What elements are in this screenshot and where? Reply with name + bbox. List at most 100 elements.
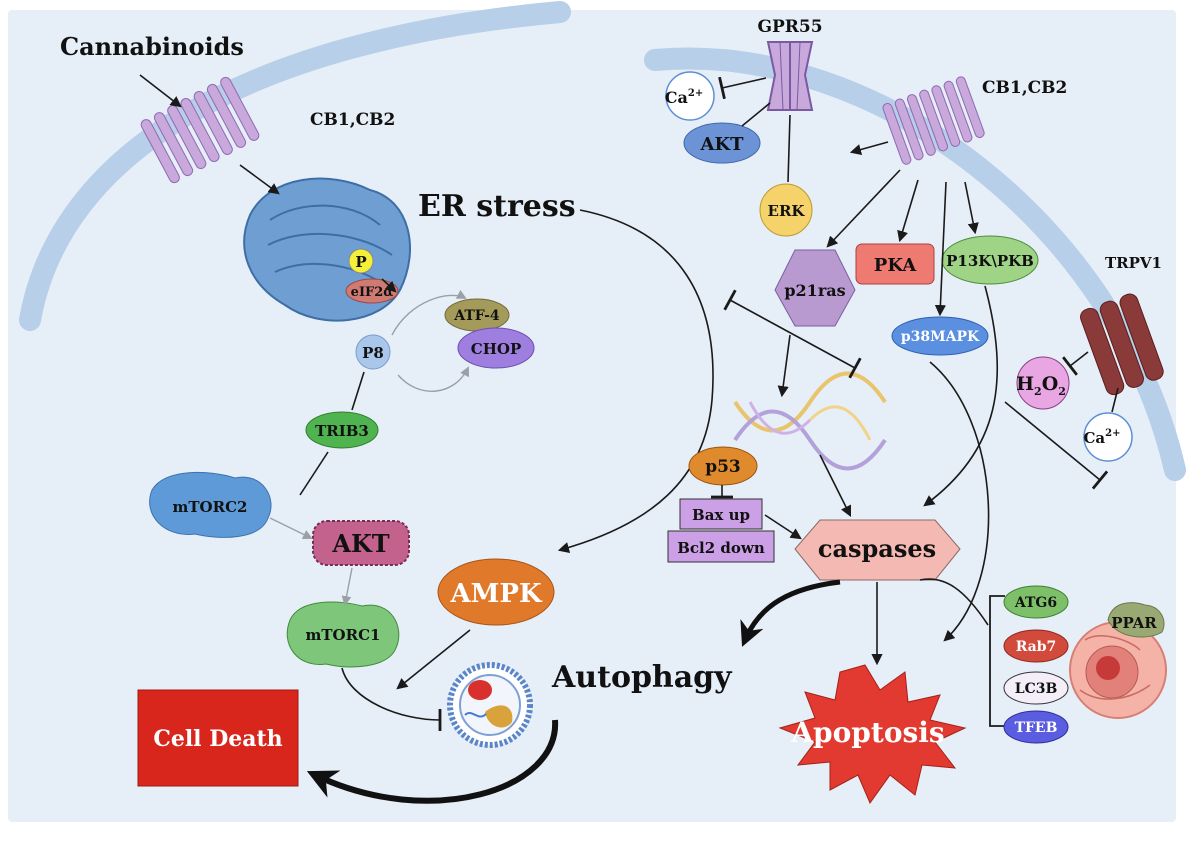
tfeb-label: TFEB — [1015, 720, 1058, 736]
pka-label: PKA — [874, 255, 917, 276]
rab7-node — [1003, 629, 1069, 663]
edge-autophagy-to-cell-death — [306, 719, 559, 804]
cannabinoids-label: Cannabinoids — [60, 32, 244, 61]
trib3-node — [305, 411, 379, 449]
ampk-label: AMPK — [449, 579, 543, 609]
eif2a-label: eIF2α — [351, 285, 394, 300]
nucleus-icon — [1069, 621, 1167, 719]
edge-p8-to-chop — [397, 366, 470, 392]
cb1-cb2-right-label: CB1,CB2 — [982, 78, 1067, 98]
akt-left-label: AKT — [331, 529, 389, 558]
p38mapk-node — [891, 316, 989, 356]
calcium-top-base: Ca — [665, 88, 688, 107]
p53-node — [688, 446, 758, 486]
p8-node — [355, 334, 391, 370]
trpv1-label: TRPV1 — [1105, 254, 1162, 272]
bax-up-node — [679, 498, 763, 530]
chop-node — [457, 327, 535, 369]
edge-gpr55-to-erk — [787, 114, 791, 183]
edge-cb-right-to-p38mapk — [934, 181, 947, 317]
edge-inhibition-bar-p21ras — [723, 289, 862, 379]
calcium-top-node — [665, 71, 715, 121]
edge-receptor-to-er — [239, 164, 280, 195]
h2o2-sub2: 2 — [1058, 385, 1066, 398]
lc3b-label: LC3B — [1015, 681, 1058, 697]
phospho-badge — [348, 248, 374, 274]
cb1-cb2-left-label: CB1,CB2 — [310, 110, 395, 130]
akt-right-label: AKT — [699, 134, 744, 155]
calcium-right-label: Ca2+ — [1083, 428, 1120, 447]
dna-helix-icon — [733, 371, 887, 471]
erk-label: ERK — [768, 202, 806, 220]
akt-left-node — [312, 520, 410, 566]
caspases-label: caspases — [818, 534, 936, 563]
bcl2-down-label: Bcl2 down — [677, 539, 765, 557]
mtorc1-label: mTORC1 — [306, 626, 381, 644]
p53-label: p53 — [705, 457, 741, 477]
mtorc1-node — [286, 601, 400, 668]
edge-gpr55-to-akt — [741, 102, 771, 127]
gpr55-receptor-icon — [766, 41, 814, 111]
edge-mtorc1-inhibits-autophagosome — [341, 667, 442, 732]
edge-trpv1-inhibits-h2o2 — [1062, 351, 1089, 376]
edge-mtorc2-to-akt — [269, 517, 313, 539]
calcium-top-label: Ca2+ — [665, 88, 703, 107]
edge-trpv1-to-calcium — [1111, 387, 1119, 413]
autophagosome-icon — [447, 662, 533, 748]
akt-right-node — [683, 122, 761, 164]
edge-trib3-to-p8 — [351, 371, 365, 411]
mtorc2-node — [149, 471, 272, 538]
edge-pi3k-to-caspases — [923, 285, 999, 507]
rab7-label: Rab7 — [1016, 639, 1057, 655]
apoptosis-label: Apoptosis — [790, 716, 944, 749]
cell-death-label: Cell Death — [153, 726, 282, 752]
h2o2-node — [1016, 356, 1070, 410]
lc3b-node — [1003, 671, 1069, 705]
ppar-receptor-icon — [1107, 602, 1165, 638]
calcium-right-node — [1083, 412, 1133, 462]
edge-dna-to-caspases — [819, 454, 852, 518]
edge-p8-to-atf4 — [391, 289, 467, 336]
atf4-label: ATF-4 — [453, 308, 500, 324]
calcium-right-base: Ca — [1083, 429, 1105, 447]
edge-caspases-to-autophagy — [740, 579, 841, 647]
edge-gpr55-inhibits-calcium — [718, 76, 767, 100]
erk-node — [759, 183, 813, 237]
ppar-label: PPAR — [1111, 614, 1157, 632]
pka-node — [855, 243, 935, 285]
edge-cb-right-to-left — [849, 141, 889, 155]
edge-inhibition-bar-trpv1 — [1004, 401, 1109, 490]
edge-cb-right-to-pi3k — [964, 181, 979, 235]
trib3-label: TRIB3 — [315, 422, 369, 440]
cb1-cb2-receptor-left-icon — [140, 76, 260, 184]
edge-cb-right-to-pka — [897, 179, 919, 243]
calcium-top-sup: 2+ — [688, 88, 703, 99]
bcl2-down-node — [667, 530, 775, 563]
mtorc2-label: mTORC2 — [173, 498, 248, 516]
edge-cannabinoids-to-receptor — [139, 74, 182, 108]
edge-eif2a-to-atf4 — [381, 278, 397, 293]
h2o2-sub1: 2 — [1034, 385, 1042, 398]
calcium-right-sup: 2+ — [1105, 428, 1120, 439]
cell-death-node — [137, 689, 299, 787]
atg6-node — [1003, 585, 1069, 619]
edge-p38mapk-to-apoptosis — [929, 361, 990, 642]
edge-cb-right-to-p21ras — [826, 169, 901, 248]
edge-to-dna — [777, 334, 791, 398]
pi3k-pkb-label: P13K\PKB — [946, 252, 1034, 270]
edge-trib3-to-akt — [299, 451, 329, 496]
p8-label: P8 — [362, 344, 384, 362]
marker-bracket — [989, 595, 1005, 727]
p38mapk-label: p38MAPK — [901, 329, 980, 345]
edge-ampk-to-autophagosome — [396, 629, 471, 690]
atg6-label: ATG6 — [1014, 595, 1057, 611]
h2o2-o: O — [1042, 373, 1059, 395]
cb1-cb2-receptor-right-icon — [882, 76, 985, 165]
bax-up-label: Bax up — [692, 506, 750, 524]
edge-akt-to-mtorc1 — [341, 567, 353, 606]
edge-er-stress-to-ampk — [557, 209, 714, 553]
ampk-node — [437, 558, 555, 626]
trpv1-channel-icon — [1080, 293, 1164, 396]
h2o2-label: H2O2 — [1016, 373, 1066, 398]
